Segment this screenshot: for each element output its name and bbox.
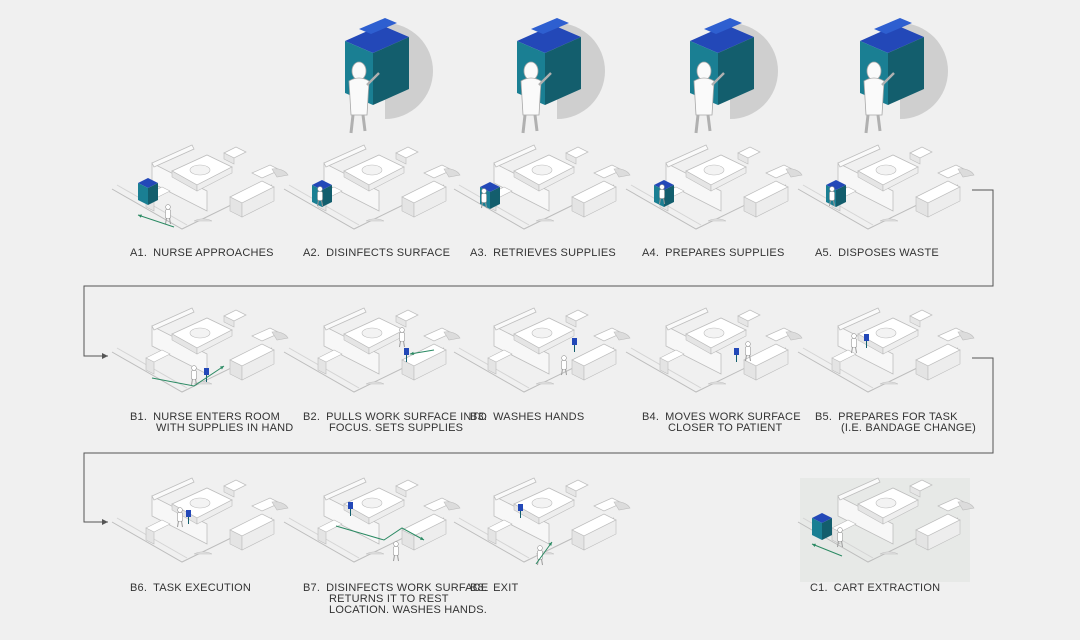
nurse-figure (192, 366, 197, 385)
step-label: PREPARES SUPPLIES (665, 248, 784, 259)
room-vignette (454, 308, 644, 418)
step-label: NURSE APPROACHES (153, 248, 274, 259)
step-caption: A1. NURSE APPROACHES (130, 248, 274, 259)
nurse-figure (400, 328, 405, 347)
step-label-line-3: LOCATION. WASHES HANDS. (303, 605, 488, 616)
step-label: RETRIEVES SUPPLIES (493, 248, 616, 259)
room-vignette (454, 145, 644, 255)
room-vignette (798, 145, 988, 255)
room-vignette (626, 145, 816, 255)
nurse-figure (394, 542, 399, 561)
supply-cart (138, 178, 158, 205)
step-code: B6. (130, 583, 147, 594)
step-caption: B6. TASK EXECUTION (130, 583, 251, 594)
room-vignette (626, 308, 816, 418)
step-code: C1. (810, 583, 828, 594)
supply-cart (812, 513, 832, 540)
step-code: B5. (815, 412, 832, 423)
step-code: A3. (470, 248, 487, 259)
path-arrow (152, 366, 224, 386)
step-caption: C1. CART EXTRACTION (810, 583, 940, 594)
step-code: A5. (815, 248, 832, 259)
step-code: B2. (303, 412, 320, 423)
cart-closeup-bag-icon (497, 15, 607, 145)
cart-closeup-preparing-icon (670, 15, 780, 145)
step-caption: B7.DISINFECTS WORK SURFACERETURNS IT TO … (303, 583, 488, 616)
room-vignette (284, 145, 474, 255)
step-label-line-2: (I.E. BANDAGE CHANGE) (815, 423, 976, 434)
step-code: A2. (303, 248, 320, 259)
step-code: B7. (303, 583, 320, 594)
step-caption: B2.PULLS WORK SURFACE INTOFOCUS. SETS SU… (303, 412, 487, 434)
step-code: B3. (470, 412, 487, 423)
step-code: B1. (130, 412, 147, 423)
step-caption: B1.NURSE ENTERS ROOMWITH SUPPLIES IN HAN… (130, 412, 293, 434)
step-code: A1. (130, 248, 147, 259)
step-label: WASHES HANDS (493, 412, 584, 423)
step-caption: B3. WASHES HANDS (470, 412, 584, 423)
room-vignette (798, 478, 988, 588)
step-caption: B5.PREPARES FOR TASK(I.E. BANDAGE CHANGE… (815, 412, 976, 434)
step-caption: A3. RETRIEVES SUPPLIES (470, 248, 616, 259)
room-vignette (284, 308, 474, 418)
step-label-line-2: FOCUS. SETS SUPPLIES (303, 423, 487, 434)
step-label: CART EXTRACTION (834, 583, 941, 594)
step-caption: A5. DISPOSES WASTE (815, 248, 939, 259)
room-vignette (112, 478, 302, 588)
step-code: A4. (642, 248, 659, 259)
step-caption: B8. EXIT (470, 583, 518, 594)
room-vignette (284, 478, 474, 588)
cart-closeup-disposing-icon (840, 15, 950, 145)
step-label: EXIT (493, 583, 518, 594)
step-caption: A2. DISINFECTS SURFACE (303, 248, 450, 259)
step-label: DISPOSES WASTE (838, 248, 939, 259)
step-caption: B4.MOVES WORK SURFACECLOSER TO PATIENT (642, 412, 801, 434)
supply-cart (826, 180, 846, 207)
work-surface (204, 368, 209, 382)
work-surface (572, 338, 577, 352)
step-code: B8. (470, 583, 487, 594)
step-label-line-2: WITH SUPPLIES IN HAND (130, 423, 293, 434)
work-surface (734, 348, 739, 362)
step-label-line-2: CLOSER TO PATIENT (642, 423, 801, 434)
step-label: DISINFECTS SURFACE (326, 248, 450, 259)
step-label: TASK EXECUTION (153, 583, 251, 594)
room-vignette (454, 478, 644, 588)
step-caption: A4. PREPARES SUPPLIES (642, 248, 784, 259)
room-vignette (112, 145, 302, 255)
room-vignette (112, 308, 302, 418)
cart-closeup-wiping-icon (325, 15, 435, 145)
room-vignette (798, 308, 988, 418)
step-code: B4. (642, 412, 659, 423)
